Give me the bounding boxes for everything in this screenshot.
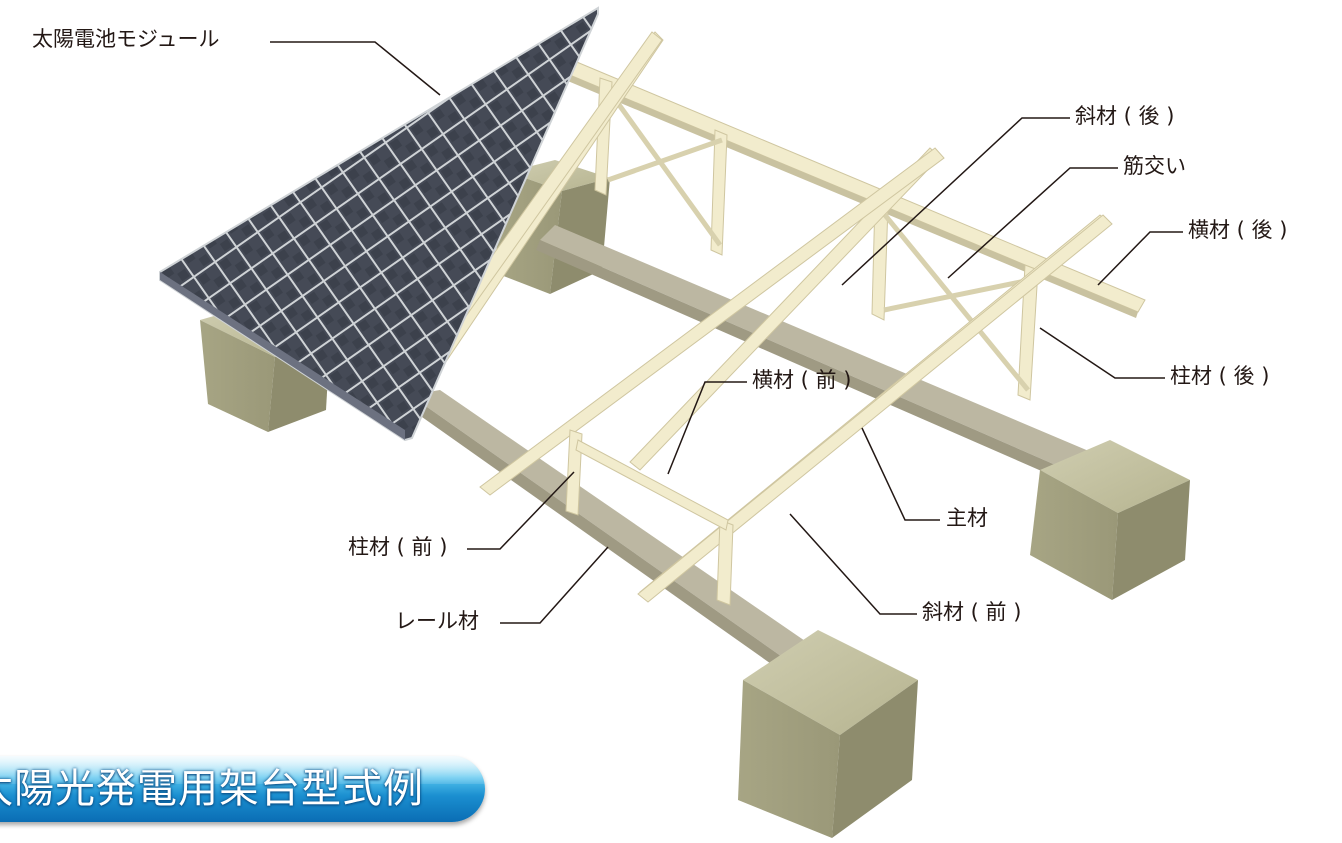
rail-member-front bbox=[405, 390, 840, 690]
label-column-front: 柱材 ( 前 ) bbox=[348, 535, 448, 559]
label-solar-module: 太陽電池モジュール bbox=[32, 27, 220, 51]
rear-braces bbox=[607, 93, 1031, 392]
crossbeam-front bbox=[575, 439, 729, 531]
label-diagonal-rear: 斜材 ( 後 ) bbox=[1075, 104, 1175, 128]
label-brace: 筋交い bbox=[1123, 154, 1186, 178]
label-crossbeam-front: 横材 ( 前 ) bbox=[752, 368, 852, 392]
label-main-member: 主材 bbox=[946, 506, 988, 530]
leader-lines bbox=[270, 41, 1183, 624]
page-title: 太陽光発電用架台型式例 bbox=[0, 766, 424, 812]
label-column-rear: 柱材 ( 後 ) bbox=[1170, 364, 1270, 388]
banner-gloss bbox=[0, 756, 485, 784]
label-diagonal-front: 斜材 ( 前 ) bbox=[922, 600, 1022, 624]
rail-member-rear bbox=[536, 225, 1110, 490]
title-banner: 太陽光発電用架台型式例 bbox=[0, 756, 485, 822]
solar-panel-array-icon bbox=[159, 6, 599, 442]
concrete-block-front-center bbox=[738, 630, 918, 838]
label-crossbeam-rear: 横材 ( 後 ) bbox=[1188, 218, 1288, 242]
label-rail-member: レール材 bbox=[395, 609, 479, 633]
concrete-block-rear-right bbox=[1030, 440, 1190, 600]
